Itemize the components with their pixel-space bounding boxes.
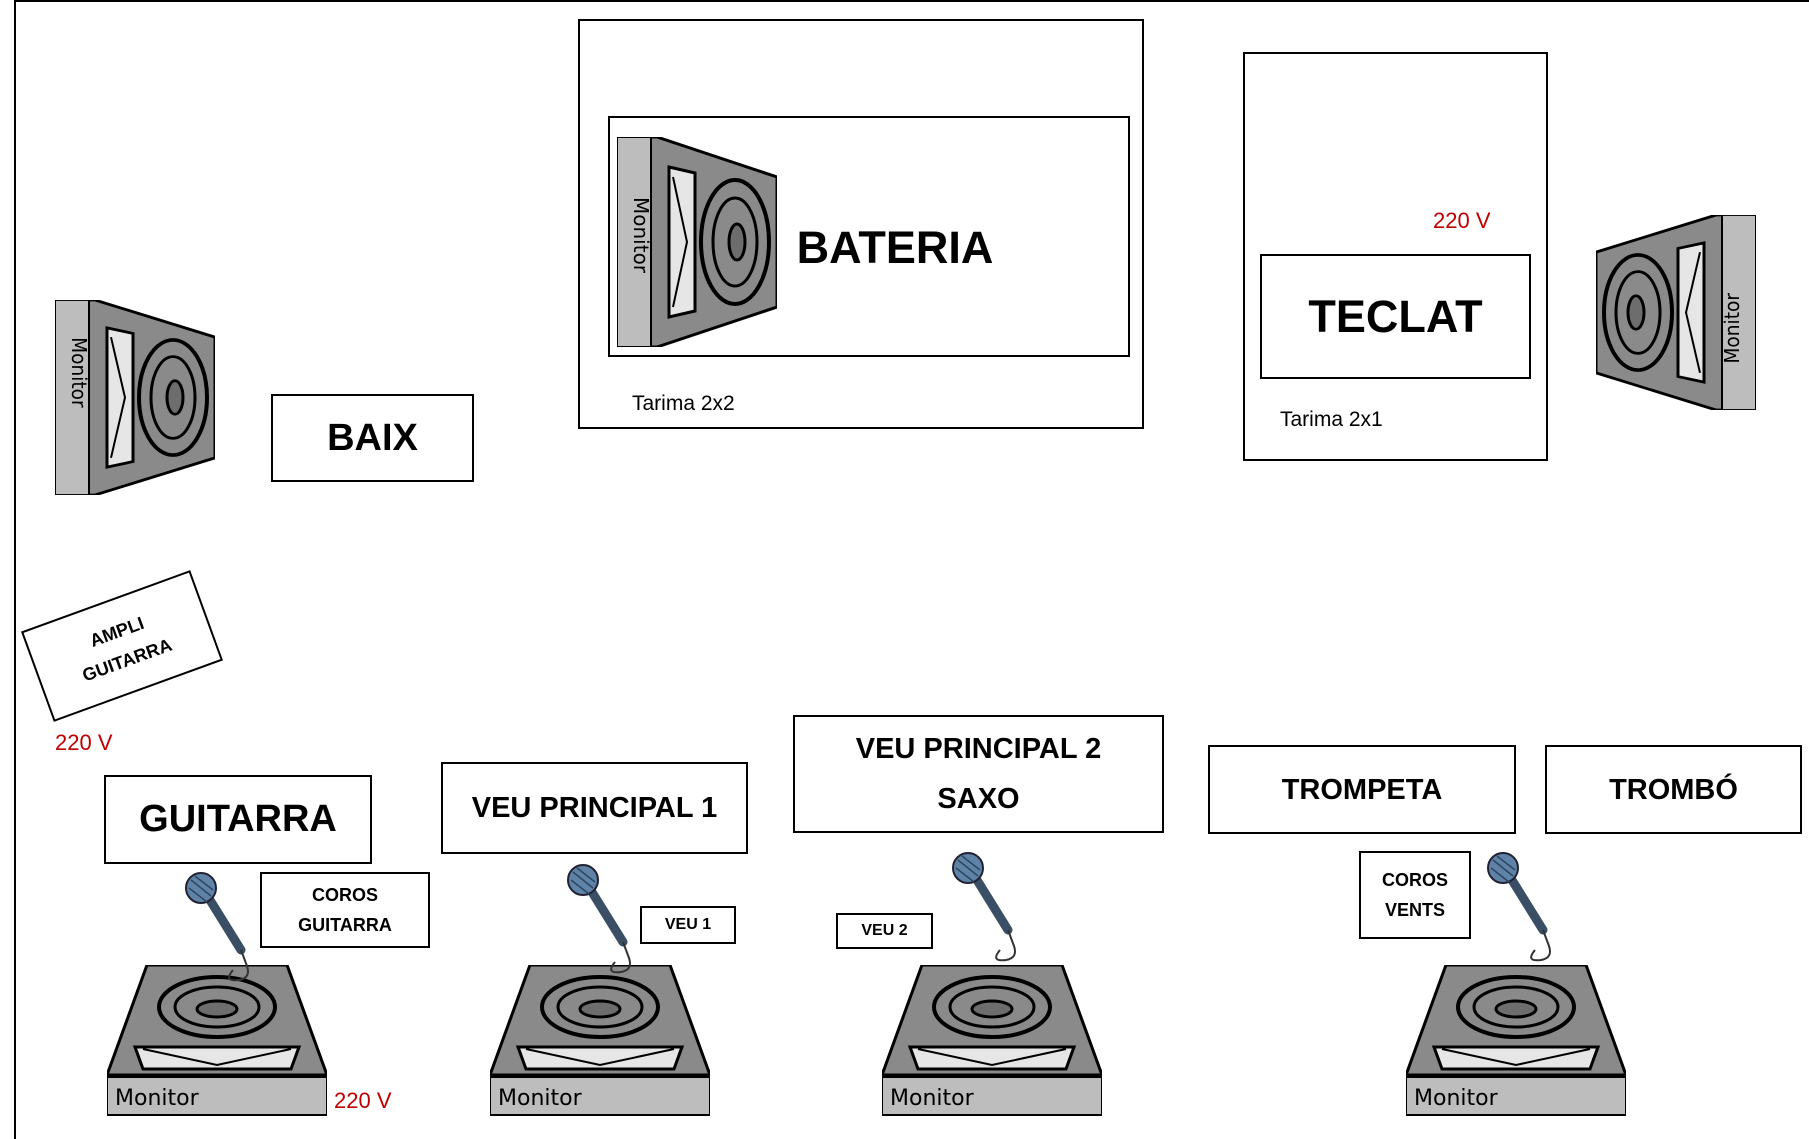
microphone-icon bbox=[950, 850, 1030, 965]
veu-principal-2-box: VEU PRINCIPAL 2 SAXO bbox=[793, 715, 1164, 833]
voltage-guitarra-monitor: 220 V bbox=[334, 1088, 392, 1113]
monitor-icon: Monitor bbox=[490, 965, 710, 1117]
coros-guitarra-line1: COROS bbox=[311, 885, 378, 905]
monitor-text: Monitor bbox=[1414, 1086, 1499, 1111]
monitor-text: Monitor bbox=[115, 1086, 200, 1111]
monitor-icon: Monitor bbox=[1596, 215, 1756, 410]
trombo-box: TROMBÓ bbox=[1545, 745, 1802, 834]
veu-principal-2-line2: SAXO bbox=[937, 783, 1020, 815]
monitor-icon: Monitor bbox=[617, 137, 777, 347]
microphone-icon bbox=[183, 870, 263, 985]
monitor-text: Monitor bbox=[629, 197, 653, 274]
veu-principal-1-box: VEU PRINCIPAL 1 bbox=[441, 762, 748, 854]
trompeta-box: TROMPETA bbox=[1208, 745, 1516, 834]
coros-vents-line1: COROS bbox=[1381, 870, 1448, 890]
coros-vents-box: COROS VENTS bbox=[1359, 851, 1471, 939]
monitor-icon: Monitor bbox=[882, 965, 1102, 1117]
veu-principal-2-line1: VEU PRINCIPAL 2 bbox=[855, 733, 1102, 765]
coros-guitarra-box: COROS GUITARRA bbox=[260, 872, 430, 948]
monitor-icon: Monitor bbox=[55, 300, 215, 495]
microphone-icon bbox=[1485, 850, 1565, 965]
microphone-icon bbox=[565, 862, 645, 977]
monitor-text: Monitor bbox=[890, 1086, 975, 1111]
monitor-text: Monitor bbox=[67, 337, 91, 408]
veu-2-box: VEU 2 bbox=[836, 913, 933, 949]
baix-box: BAIX bbox=[271, 394, 474, 482]
guitarra-box: GUITARRA bbox=[104, 775, 372, 864]
voltage-ampli: 220 V bbox=[55, 730, 113, 755]
monitor-text: Monitor bbox=[1720, 293, 1744, 364]
teclat-box: TECLAT bbox=[1260, 254, 1531, 379]
voltage-teclat: 220 V bbox=[1433, 208, 1491, 233]
tarima-bateria-label: Tarima 2x2 bbox=[632, 392, 735, 415]
monitor-icon: Monitor bbox=[107, 965, 327, 1117]
bateria-label: BATERIA bbox=[796, 222, 994, 273]
monitor-text: Monitor bbox=[498, 1086, 583, 1111]
coros-vents-line2: VENTS bbox=[1384, 900, 1445, 920]
veu-1-box: VEU 1 bbox=[640, 906, 736, 944]
monitor-icon: Monitor bbox=[1406, 965, 1626, 1117]
coros-guitarra-line2: GUITARRA bbox=[298, 915, 392, 935]
tarima-teclat-label: Tarima 2x1 bbox=[1280, 408, 1383, 431]
stage-area bbox=[14, 0, 1809, 1139]
